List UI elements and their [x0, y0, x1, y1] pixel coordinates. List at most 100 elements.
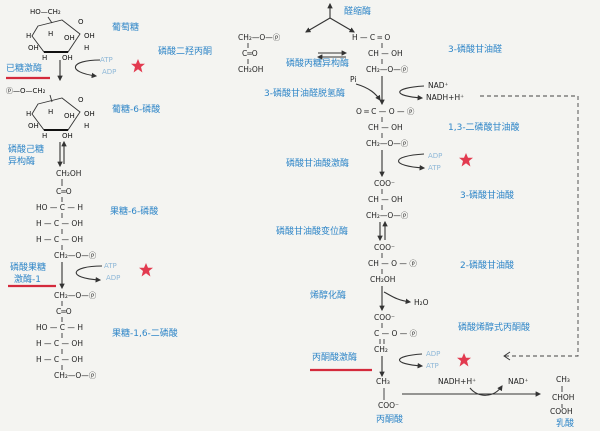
dhap-c3: CH₂OH	[238, 65, 263, 74]
pg3-c2: CH — OH	[368, 195, 403, 204]
f6p-c3: HO — C — H	[36, 203, 83, 212]
nadh-label: NADH+H⁺	[426, 93, 464, 102]
glucose-atom: H	[48, 30, 53, 38]
lactate-label: 乳酸	[556, 417, 574, 427]
pg3-c3: CH₂—O—ⓟ	[366, 211, 409, 220]
aldolase-label: 醛缩酶	[344, 5, 371, 17]
star-icon-hexokinase	[131, 59, 145, 73]
pep-c3: CH₂	[374, 345, 388, 354]
glucose-atom: OH	[84, 32, 95, 40]
hexokinase-label: 已糖激酶	[6, 62, 42, 74]
glucose-ch2oh: HO—CH₂	[30, 8, 61, 16]
f16bp-c4: H — C — OH	[36, 339, 83, 348]
pg3-c1: COO⁻	[374, 179, 395, 188]
f16bp-c3: HO — C — H	[36, 323, 83, 332]
pep-c2: C — O — ⓟ	[374, 329, 418, 338]
pg2-c2: CH — O — ⓟ	[368, 259, 417, 268]
star-icon-pk	[457, 353, 471, 367]
adp-label-pgk: ADP	[428, 152, 442, 160]
nadh-shuttle-line	[480, 95, 579, 357]
pep-c1: COO⁻	[374, 313, 395, 322]
bpg-c2: CH — OH	[368, 123, 403, 132]
g3p-c3: CH₂—O—ⓟ	[366, 65, 409, 74]
pi-label: Pi	[350, 75, 356, 84]
g3p-label: 3-磷酸甘油醛	[448, 43, 502, 55]
pk-label: 丙酮酸激酶	[312, 351, 357, 363]
tpi-label: 磷酸丙糖异构酶	[286, 57, 349, 69]
adp-label-pfk: ADP	[106, 274, 120, 282]
g3p-c1: H — C ═ O	[352, 33, 390, 42]
pfk1-label-1: 磷酸果糖	[10, 261, 46, 273]
pep-label: 磷酸烯醇式丙酮酸	[458, 321, 530, 333]
star-icon-pgk	[459, 153, 473, 167]
g6p-ring-o: O	[78, 96, 84, 104]
h2o-label: H₂O	[414, 298, 429, 307]
bpg-label: 1,3-二磷酸甘油酸	[448, 121, 520, 133]
glucose-atom: H	[84, 44, 89, 52]
glucose-atom: OH	[64, 34, 75, 42]
atp-label-pk: ATP	[426, 362, 439, 370]
lac-choh: CHOH	[552, 393, 574, 402]
glucose-atom: H	[42, 54, 47, 62]
g6p-atom: H	[48, 108, 53, 116]
pg2-c1: COO⁻	[374, 243, 395, 252]
bpg-c3: CH₂—O—ⓟ	[366, 139, 409, 148]
enolase-label: 烯醇化酶	[310, 289, 346, 301]
atp-label-hk: ATP	[100, 56, 113, 64]
dhap-c2: C═O	[242, 49, 258, 58]
bpg-c1: O ═ C — O — ⓟ	[356, 107, 415, 116]
glucose-ring-o: O	[78, 18, 84, 26]
g6p-atom: OH	[64, 112, 75, 120]
g6p-atom: H	[26, 110, 31, 118]
nad-label-ldh: NAD⁺	[508, 377, 529, 386]
f16bp-c2: C═O	[56, 307, 72, 316]
isomerase-label-1: 磷酸己糖	[8, 143, 44, 155]
g6p-ch2: ⓟ—O—CH₂	[6, 87, 46, 95]
f16bp-c6: CH₂—O—ⓟ	[54, 371, 97, 380]
f6p-c1: CH₂OH	[56, 169, 81, 178]
g6p-atom: OH	[84, 110, 95, 118]
f6p-c2: C═O	[56, 187, 72, 196]
f6p-c4: H — C — OH	[36, 219, 83, 228]
pyr-coo: COO⁻	[378, 401, 399, 410]
f6p-c5: H — C — OH	[36, 235, 83, 244]
atp-label-pfk: ATP	[104, 262, 117, 270]
tpi-left-label: 磷酸二羟丙酮	[158, 45, 212, 57]
adp-label-pk: ADP	[426, 350, 440, 358]
pyruvate-label: 丙酮酸	[376, 414, 403, 425]
nadh-label-ldh: NADH+H⁺	[438, 377, 476, 386]
nad-label: NAD⁺	[428, 81, 449, 90]
f6p-c6: CH₂—O—ⓟ	[54, 251, 97, 260]
glucose-atom: OH	[62, 54, 73, 62]
adp-label-hk: ADP	[102, 68, 116, 76]
f6p-label: 果糖-6-磷酸	[110, 205, 158, 217]
dhap-c1: CH₂—O—ⓟ	[238, 33, 281, 42]
isomerase-label-2: 异构酶	[8, 155, 35, 167]
f16bp-c1: CH₂—O—ⓟ	[54, 291, 97, 300]
pfk1-label-2: 激酶-1	[14, 273, 41, 285]
g6p-atom: H	[42, 132, 47, 140]
pyr-ch3: CH₃	[376, 377, 390, 386]
g6p-atom: H	[84, 122, 89, 130]
lac-cooh: COOH	[550, 407, 573, 416]
g6p-label: 葡糖-6-磷酸	[112, 103, 160, 115]
f16bp-c5: H — C — OH	[36, 355, 83, 364]
atp-label-pgk: ATP	[428, 164, 441, 172]
f16bp-label: 果糖-1,6-二磷酸	[112, 327, 178, 339]
pgm-label: 磷酸甘油酸变位酶	[276, 225, 348, 237]
g6p-atom: OH	[62, 132, 73, 140]
pg2-c3: CH₂OH	[370, 275, 395, 284]
pg2-label: 2-磷酸甘油酸	[460, 259, 514, 271]
star-icon-pfk1	[139, 263, 153, 277]
pgk-label: 磷酸甘油酸激酶	[286, 157, 349, 169]
glucose-label: 葡萄糖	[112, 21, 139, 33]
pg3-label: 3-磷酸甘油酸	[460, 189, 514, 201]
glucose-atom: OH	[28, 44, 39, 52]
glucose-atom: H	[26, 32, 31, 40]
g6p-atom: OH	[28, 122, 39, 130]
g3p-c2: CH — OH	[368, 49, 403, 58]
gapdh-label: 3-磷酸甘油醛脱氢酶	[264, 87, 345, 99]
lac-ch3: CH₃	[556, 375, 570, 384]
